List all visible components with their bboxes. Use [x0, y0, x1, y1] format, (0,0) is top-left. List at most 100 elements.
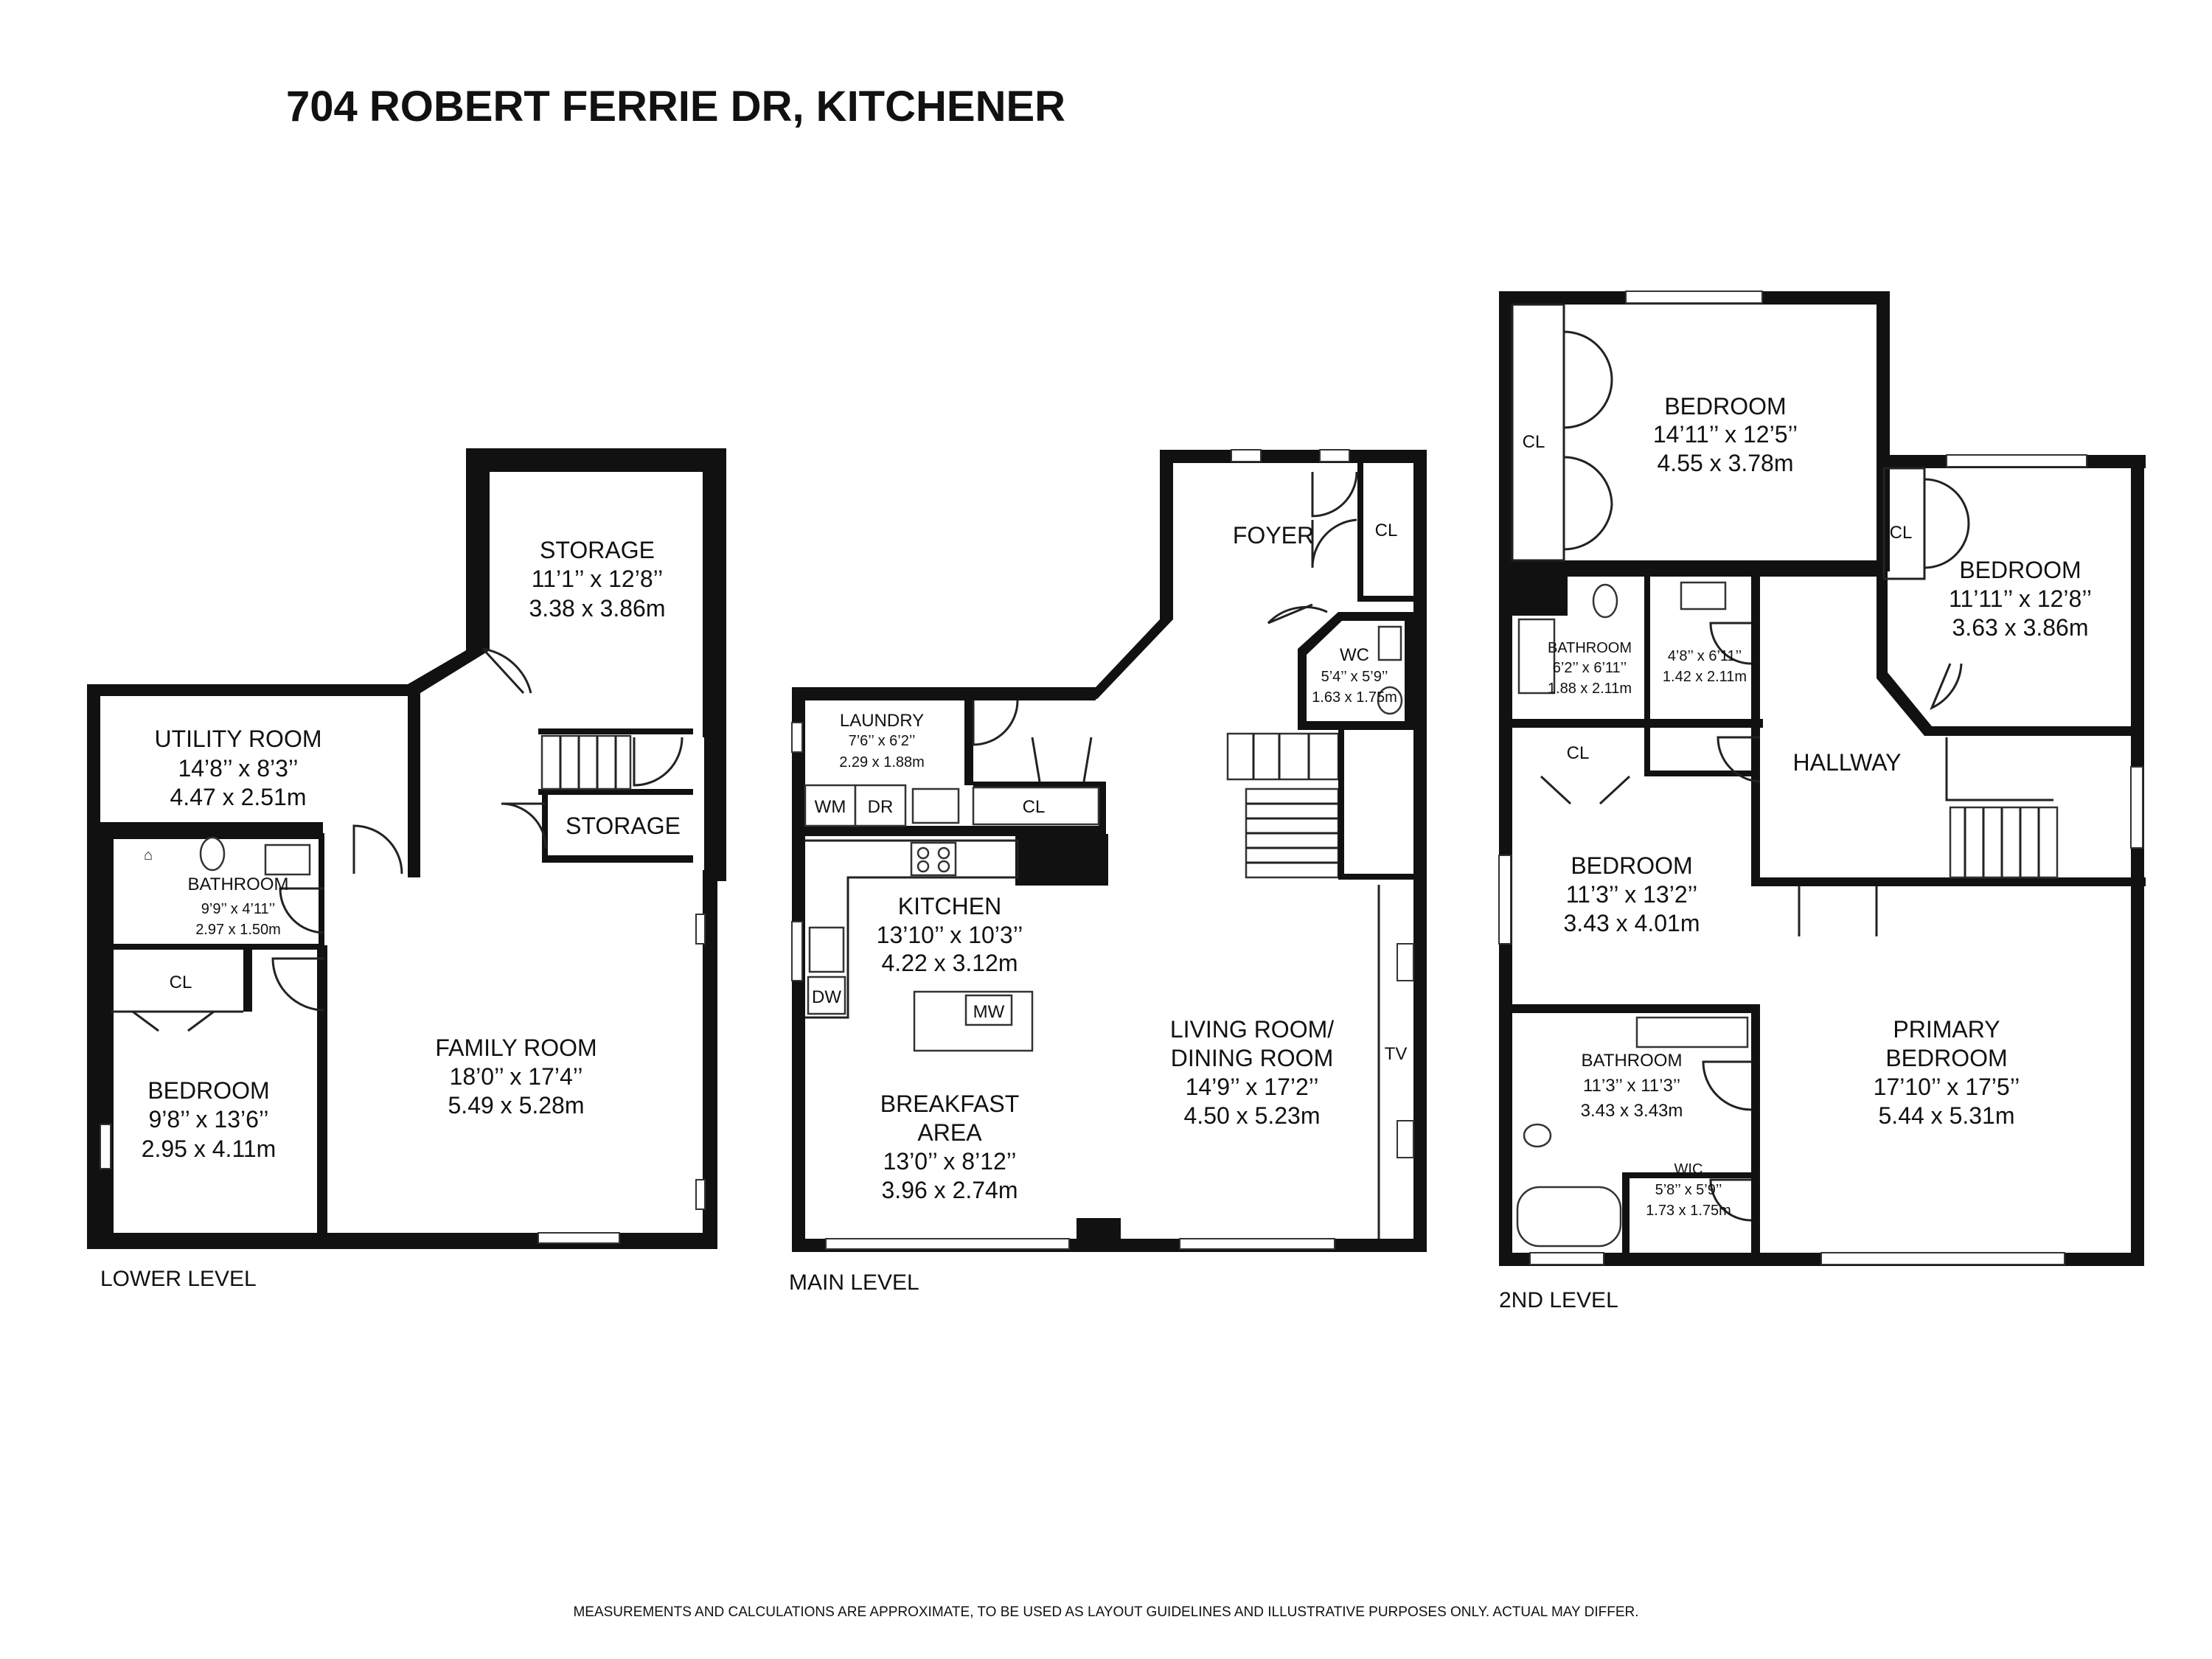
main-kitchen-sink — [808, 926, 845, 973]
second-mid-closet-doors — [1540, 775, 1631, 805]
second-bath-window — [1529, 1252, 1604, 1265]
second-hall-window — [2130, 766, 2143, 849]
lower-east-wall — [703, 870, 717, 1249]
second-main-bath-tub — [1516, 1186, 1622, 1248]
lower-family-window — [538, 1232, 620, 1244]
second-primary-imperial: 17’10’’ x 17’5’’ — [1874, 1074, 2020, 1100]
lower-closet-name: CL — [170, 973, 192, 992]
second-main-bath-metric: 3.43 x 3.43m — [1581, 1101, 1683, 1121]
second-bath-toilet-1 — [1592, 583, 1618, 619]
lower-bathroom-metric: 2.97 x 1.50m — [195, 922, 281, 938]
lower-family-metric: 5.49 x 5.28m — [448, 1092, 585, 1119]
second-level-label: 2ND LEVEL — [1499, 1288, 1618, 1312]
main-mw-label: MW — [973, 1002, 1005, 1022]
second-right-window — [1946, 454, 2087, 467]
lower-bedroom-east-wall — [317, 945, 327, 1240]
main-dw-label: DW — [812, 987, 841, 1007]
main-foyer-name: FOYER — [1233, 522, 1314, 549]
lower-east-window-2 — [695, 1179, 706, 1210]
main-dr-label: DR — [868, 797, 894, 817]
main-wc-toilet — [1377, 686, 1403, 715]
property-title: 704 ROBERT FERRIE DR, KITCHENER — [286, 83, 1065, 131]
main-microwave-box — [964, 994, 1013, 1026]
main-north-window-1 — [1231, 449, 1262, 462]
main-laundry-name: LAUNDRY — [840, 711, 924, 731]
second-bathroom-left-metric: 1.88 x 2.11m — [1548, 681, 1632, 697]
main-dr-box — [854, 784, 907, 827]
lower-level-plan: ⌂ STORAGE 11’1’’ x 12’8’’ 3.38 x 3.86m U… — [87, 448, 726, 1291]
main-wm-box — [804, 784, 857, 827]
lower-family-name: FAMILY ROOM — [435, 1034, 597, 1061]
disclaimer: MEASUREMENTS AND CALCULATIONS ARE APPROX… — [573, 1604, 1638, 1620]
main-front-door-1 — [1311, 471, 1358, 518]
main-laundry-closet-name: CL — [1023, 797, 1046, 817]
second-main-bath-vanity — [1635, 1016, 1749, 1048]
second-west-wall — [1499, 291, 1512, 1266]
second-mid-bedroom-metric: 3.43 x 4.01m — [1564, 910, 1700, 936]
second-wic-door — [1709, 1178, 1752, 1222]
second-primary-name-2: BEDROOM — [1885, 1045, 2007, 1071]
lower-bedroom-name: BEDROOM — [147, 1077, 269, 1104]
lower-bath-bottom-wall — [111, 944, 324, 950]
lower-storage-walls — [466, 448, 726, 737]
second-bathroom-mid-metric: 1.42 x 2.11m — [1663, 669, 1747, 685]
second-main-bath-name: BATHROOM — [1582, 1051, 1683, 1071]
main-fridge-label: F — [1055, 851, 1066, 871]
main-kitchen-counter — [805, 839, 1019, 1019]
second-wic-metric: 1.73 x 1.75m — [1646, 1203, 1731, 1219]
second-hallway-name: HALLWAY — [1793, 749, 1902, 776]
main-wc-name: WC — [1340, 645, 1369, 665]
lower-level-label: LOWER LEVEL — [100, 1267, 257, 1291]
lower-utility-metric: 4.47 x 2.51m — [170, 784, 307, 810]
second-top-closet-name: CL — [1523, 432, 1545, 452]
main-wc-door — [1267, 603, 1328, 625]
main-closet-doors — [1031, 737, 1093, 782]
second-right-closet-doors — [1924, 478, 1970, 569]
main-wm-label: WM — [815, 797, 846, 817]
lower-utility-imperial: 14’8’’ x 8’3’’ — [178, 755, 298, 782]
main-south-column — [1077, 1218, 1121, 1239]
second-right-closet — [1882, 467, 1926, 580]
lower-bathroom-imperial: 9’9’’ x 4’11’’ — [201, 901, 275, 917]
second-right-bedroom-name: BEDROOM — [1959, 557, 2081, 583]
second-closet-east-wall — [1644, 728, 1650, 772]
second-stairs — [1945, 737, 2059, 879]
lower-east-window-1 — [695, 914, 706, 945]
second-top-closet-doors — [1563, 330, 1613, 551]
lower-bedroom-door — [271, 957, 325, 1012]
second-right-bedroom-door — [1930, 663, 1963, 711]
main-laundry-imperial: 7’6’’ x 6’2’’ — [849, 733, 916, 749]
main-kitchen-imperial: 13’10’’ x 10’3’’ — [877, 922, 1023, 948]
lower-bedroom-window — [100, 1124, 111, 1169]
main-tv-niche-2 — [1397, 1120, 1414, 1158]
second-wall-block — [1512, 560, 1568, 616]
second-main-bath-door — [1702, 1060, 1752, 1111]
main-laundry-window — [791, 722, 803, 753]
main-stove — [910, 841, 957, 877]
second-wic-name: WIC — [1674, 1161, 1703, 1178]
lower-bath-top-wall — [111, 833, 324, 839]
lower-storage-small-door — [501, 802, 547, 849]
main-breakfast-imperial: 13’0’’ x 8’12’’ — [883, 1148, 1017, 1175]
main-living-imperial: 14’9’’ x 17’2’’ — [1186, 1074, 1319, 1100]
main-closet-top-wall — [973, 782, 1102, 787]
main-north-lower-wall — [792, 687, 1096, 700]
main-front-door-2 — [1311, 518, 1357, 568]
second-mid-bedroom-window — [1498, 855, 1512, 945]
second-right-bedroom-imperial: 11’11’’ x 12’8’’ — [1949, 585, 2092, 612]
second-top-window — [1625, 291, 1763, 304]
second-main-bath-imperial: 11’3’’ x 11’3’’ — [1583, 1076, 1680, 1096]
main-stairs — [1226, 732, 1340, 879]
lower-storage-metric: 3.38 x 3.86m — [529, 595, 666, 622]
second-wic-top-wall — [1626, 1172, 1755, 1178]
lower-bath-sink — [264, 844, 311, 876]
main-living-name-2: DINING ROOM — [1171, 1045, 1333, 1071]
main-laundry-east-wall — [964, 700, 973, 785]
second-wic-west-wall — [1622, 1172, 1630, 1257]
second-top-bedroom-name: BEDROOM — [1664, 393, 1786, 420]
lower-utility-bottom-wall — [87, 822, 323, 834]
second-bath-mid-door — [1709, 622, 1752, 665]
main-kitchen-metric: 4.22 x 3.12m — [882, 950, 1018, 976]
second-top-bedroom-metric: 4.55 x 3.78m — [1658, 450, 1794, 476]
lower-shower-icon: ⌂ — [144, 847, 153, 863]
